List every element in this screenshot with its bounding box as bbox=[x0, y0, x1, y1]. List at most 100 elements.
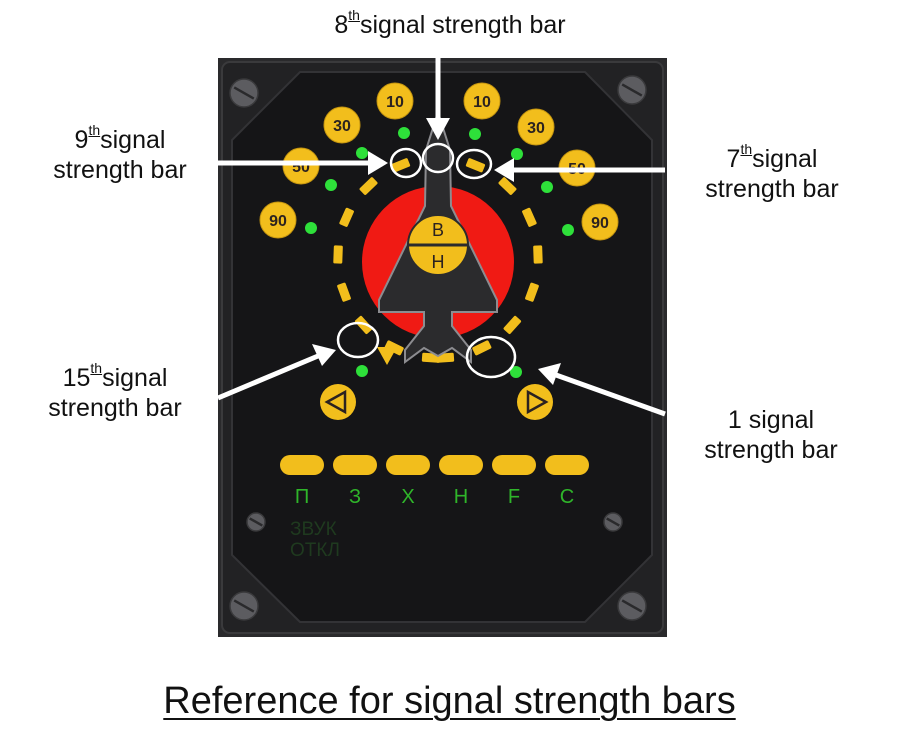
right-arrow-button[interactable] bbox=[517, 384, 553, 420]
signal-bar-10 bbox=[359, 177, 378, 195]
arrow-to-bar-1 bbox=[538, 363, 666, 417]
screw-icon bbox=[229, 78, 259, 108]
signal-bar-7 bbox=[465, 158, 486, 173]
signal-bar-11 bbox=[339, 207, 354, 227]
mode-label: З bbox=[349, 486, 361, 508]
label-bar-7: 7thsignal strength bar bbox=[682, 141, 862, 204]
mode-label: Н bbox=[454, 486, 468, 508]
label-bar-9-line2: strength bar bbox=[53, 156, 187, 184]
signal-bar-12 bbox=[333, 245, 343, 264]
mode-indicator-4[interactable]: Н bbox=[439, 455, 483, 508]
highlight-bar-15 bbox=[336, 321, 380, 359]
angle-badge-text: 90 bbox=[269, 213, 287, 230]
sound-label-line1: ЗВУК bbox=[290, 519, 337, 540]
label-bar-7-suffix: th bbox=[740, 141, 753, 157]
label-bar-9: 9thsignal strength bar bbox=[30, 122, 210, 185]
signal-bar-2 bbox=[503, 315, 522, 334]
mode-indicator-6[interactable]: С bbox=[545, 455, 589, 508]
green-led bbox=[469, 128, 481, 140]
angle-badge-right-30: 30 bbox=[517, 108, 555, 146]
mode-indicator-5[interactable]: F bbox=[492, 455, 536, 508]
triangle-right-icon bbox=[526, 389, 549, 415]
green-led bbox=[305, 222, 317, 234]
mode-pill bbox=[545, 455, 589, 475]
highlight-bar-8 bbox=[421, 142, 455, 174]
signal-bar-13 bbox=[337, 282, 351, 302]
mode-label: П bbox=[295, 486, 309, 508]
mode-indicator-1[interactable]: П bbox=[280, 455, 324, 508]
screw-icon bbox=[617, 591, 647, 621]
badge-top-letter: В bbox=[432, 220, 444, 240]
angle-badge-text: 10 bbox=[386, 94, 404, 111]
mode-label: С bbox=[560, 486, 574, 508]
mode-pill bbox=[386, 455, 430, 475]
green-led bbox=[510, 366, 522, 378]
label-bar-1-line1: 1 signal bbox=[727, 406, 815, 434]
angle-badge-left-10: 10 bbox=[376, 82, 414, 120]
badge-bottom-letter: Н bbox=[432, 252, 445, 272]
label-bar-9-line1: signal bbox=[100, 126, 166, 154]
label-bar-15-number: 15 bbox=[62, 364, 91, 392]
angle-badge-text: 10 bbox=[473, 94, 491, 111]
angle-badge-text: 30 bbox=[333, 118, 351, 135]
mode-indicator-2[interactable]: З bbox=[333, 455, 377, 508]
signal-bar-9 bbox=[390, 158, 411, 173]
angle-badge-right-90: 90 bbox=[581, 203, 619, 241]
label-bar-8: 8thsignal strength bar bbox=[300, 7, 600, 40]
angle-badge-left-30: 30 bbox=[323, 106, 361, 144]
arrow-to-bar-15 bbox=[217, 344, 336, 401]
label-bar-1: 1 signal strength bar bbox=[676, 405, 866, 465]
signal-bar-5 bbox=[522, 207, 537, 227]
signal-bar-4 bbox=[533, 245, 543, 264]
screw-icon bbox=[246, 512, 266, 532]
angle-badge-left-50: 50 bbox=[282, 147, 320, 185]
label-bar-9-suffix: th bbox=[88, 122, 101, 138]
label-bar-15-line2: strength bar bbox=[48, 394, 182, 422]
green-led bbox=[541, 181, 553, 193]
left-arrow-button[interactable] bbox=[320, 384, 356, 420]
screw-icon bbox=[603, 512, 623, 532]
label-bar-15: 15thsignal strength bar bbox=[20, 360, 210, 423]
label-bar-8-suffix: th bbox=[348, 7, 360, 23]
green-led bbox=[356, 365, 368, 377]
mode-pill bbox=[492, 455, 536, 475]
label-bar-15-line1: signal bbox=[102, 364, 168, 392]
label-bar-8-number: 8 bbox=[334, 11, 349, 39]
mode-label: F bbox=[508, 486, 520, 508]
label-bar-7-line1: signal bbox=[752, 145, 818, 173]
mode-pill bbox=[439, 455, 483, 475]
green-led bbox=[562, 224, 574, 236]
sound-label-line2: ОТКЛ bbox=[290, 540, 340, 561]
green-led bbox=[356, 147, 368, 159]
highlight-bar-7 bbox=[455, 148, 493, 180]
screw-icon bbox=[617, 75, 647, 105]
screw-icon bbox=[229, 591, 259, 621]
angle-badge-left-90: 90 bbox=[259, 201, 297, 239]
green-led bbox=[325, 179, 337, 191]
signal-bar-6 bbox=[498, 177, 517, 195]
arrow-to-bar-8 bbox=[426, 56, 450, 140]
mode-indicator-3[interactable]: Х bbox=[386, 455, 430, 508]
highlight-bar-9 bbox=[389, 147, 423, 179]
signal-bar-3 bbox=[525, 282, 539, 302]
label-bar-7-number: 7 bbox=[726, 145, 741, 173]
angle-badge-text: 90 bbox=[591, 215, 609, 232]
label-bar-9-number: 9 bbox=[74, 126, 89, 154]
bearing-triangle-marker bbox=[377, 347, 397, 365]
diagram-title: Reference for signal strength bars bbox=[163, 680, 736, 722]
highlight-bar-1 bbox=[465, 335, 517, 379]
mode-pill bbox=[333, 455, 377, 475]
label-bar-8-text: signal strength bar bbox=[359, 11, 566, 39]
mode-label: Х bbox=[401, 486, 414, 508]
angle-badge-right-10: 10 bbox=[463, 82, 501, 120]
green-led bbox=[511, 148, 523, 160]
label-bar-7-line2: strength bar bbox=[705, 175, 839, 203]
triangle-left-icon bbox=[324, 389, 347, 415]
mode-pill bbox=[280, 455, 324, 475]
arrow-to-bar-9 bbox=[218, 151, 388, 175]
label-bar-1-line2: strength bar bbox=[704, 436, 838, 464]
label-bar-15-suffix: th bbox=[90, 360, 103, 376]
center-badge: В Н bbox=[407, 214, 469, 276]
green-led bbox=[398, 127, 410, 139]
